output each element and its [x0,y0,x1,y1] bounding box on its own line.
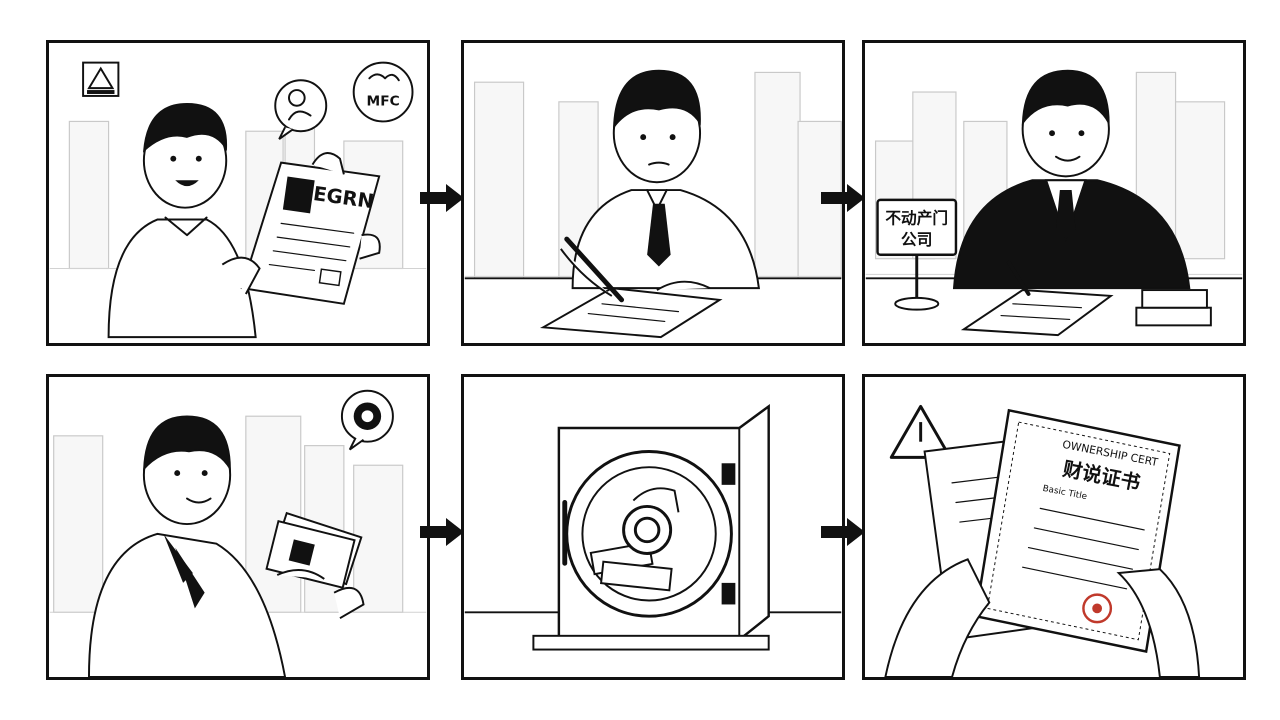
panel-4-holding-money [46,374,430,680]
man-character [571,69,760,290]
mfc-bubble: MFC [352,61,414,123]
speech-bubble-person-icon [274,79,328,140]
book-stack-icon [1135,289,1212,327]
arrow-icon-2-to-3 [819,183,867,213]
notary-paper [960,260,1114,337]
speech-bubble-sparkle-icon [340,389,394,451]
arrow-icon-5-to-6 [819,517,867,547]
mfc-label: MFC [367,94,400,110]
warning-logo-icon [82,61,120,97]
panel-2-signing-contract [461,40,845,346]
panel-6-ownership-certificate: OWNERSHIP CERT 财说证书 Basic Title [862,374,1246,680]
man-character [87,415,287,677]
combination-dial-icon [622,487,680,555]
panel-3-notary-office: 不动产门 公司 [862,40,1246,346]
panel-5-safe-deposit [461,374,845,680]
panel-1-egrn-document: MFC EGRN [46,40,430,346]
notary-desk-sign: 不动产门 公司 [876,198,958,311]
notary-sign-line-1: 不动产门 [885,208,948,227]
arrow-icon-1-to-2 [418,183,466,213]
warning-triangle-icon [889,404,952,459]
notary-sign-line-2: 公司 [901,230,932,249]
contract-paper [539,287,723,339]
arrow-icon-4-to-5 [418,517,466,547]
cash-banknotes-icon [265,511,365,620]
egrn-document: EGRN [221,152,381,305]
hands-holding-certificate [884,558,1201,677]
ownership-certificate-document: OWNERSHIP CERT 财说证书 Basic Title [974,408,1181,653]
notary-character [952,69,1191,290]
man-character [107,103,257,339]
city-skyline-background [49,415,427,613]
